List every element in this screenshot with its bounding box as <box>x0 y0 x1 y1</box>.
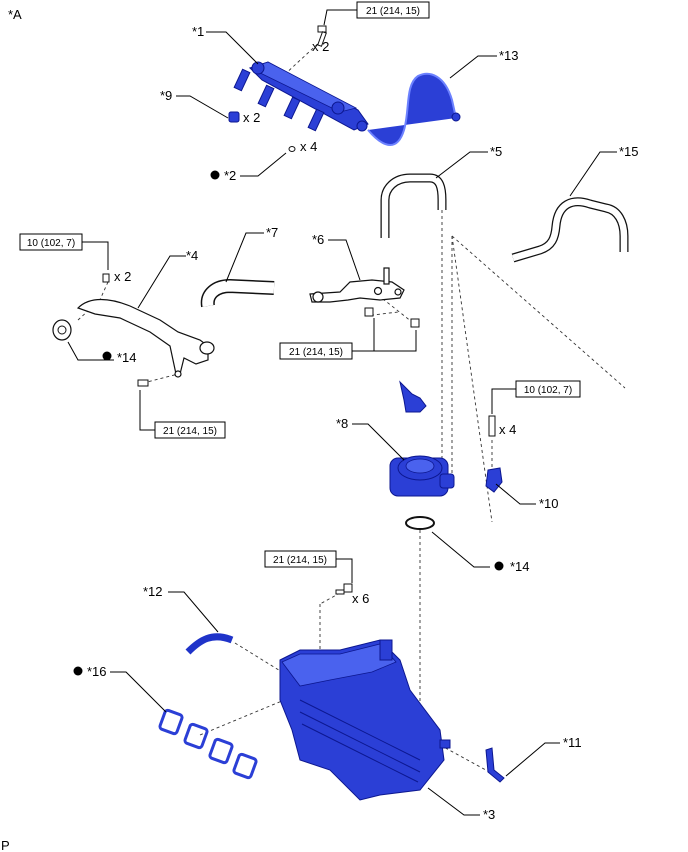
leader-lines <box>67 9 617 816</box>
callout-8: *8 <box>336 416 348 431</box>
callout-16: *16 <box>87 664 107 679</box>
torque-pipe4-top: 10 (102, 7) <box>27 238 75 249</box>
non-reusable-marker-16 <box>73 666 83 676</box>
throttle-gasket <box>405 516 435 530</box>
qty-pipe4-bolt: x 2 <box>114 269 131 284</box>
water-bypass-pipe <box>309 267 405 303</box>
torque-manifold: 21 (214, 15) <box>273 555 327 566</box>
callout-10: *10 <box>539 496 559 511</box>
callout-2: *2 <box>224 168 236 183</box>
item-6-bolts <box>364 307 420 328</box>
callout-5: *5 <box>490 144 502 159</box>
callout-13: *13 <box>499 48 519 63</box>
water-pipe-4-bolts <box>102 273 149 387</box>
bracket-bolt <box>488 415 496 437</box>
callout-12: *12 <box>143 584 163 599</box>
callout-labels: *1 *2 *3 *4 *5 *6 *7 *8 *9 *10 *11 *12 *… <box>87 24 639 822</box>
qty-manifold-bolt: x 6 <box>352 591 369 606</box>
non-reusable-marker-14b <box>494 561 504 571</box>
water-pipe-4 <box>52 298 215 378</box>
callout-15: *15 <box>619 144 639 159</box>
callout-1: *1 <box>192 24 204 39</box>
non-reusable-marker-2 <box>210 170 220 180</box>
corner-mark: P <box>1 838 10 852</box>
intake-manifold <box>279 639 451 801</box>
callout-11: *11 <box>563 735 582 750</box>
qty-insulator: x 2 <box>243 110 260 125</box>
callout-3: *3 <box>483 807 495 822</box>
qty-item-2: x 4 <box>300 139 317 154</box>
callout-4: *4 <box>186 248 198 263</box>
callout-6: *6 <box>312 232 324 247</box>
qty-rail-bolt: x 2 <box>312 39 329 54</box>
torque-specs: 21 (214, 15) 10 (102, 7) 21 (214, 15) 21… <box>19 1 581 568</box>
throttle-body <box>389 455 455 497</box>
hose-12 <box>185 633 234 655</box>
torque-rail: 21 (214, 15) <box>366 6 420 17</box>
throttle-connector <box>399 380 427 413</box>
fuel-delivery-pipe <box>233 61 369 132</box>
item-2-part <box>288 146 296 152</box>
view-id-label: *A <box>8 7 22 22</box>
rail-bolt <box>317 25 327 47</box>
callout-14b: *14 <box>510 559 530 574</box>
torque-item6: 21 (214, 15) <box>289 347 343 358</box>
part-11 <box>485 747 505 783</box>
torque-bracket: 10 (102, 7) <box>524 385 572 396</box>
callout-14a: *14 <box>117 350 137 365</box>
quantity-labels: x 2 x 2 x 4 x 2 x 4 x 6 <box>114 39 516 606</box>
bracket-10 <box>485 467 503 493</box>
callout-7: *7 <box>266 225 278 240</box>
qty-bracket-bolt: x 4 <box>499 422 516 437</box>
non-reusable-marker-14a <box>102 351 112 361</box>
manifold-bolt <box>335 583 353 595</box>
manifold-gaskets <box>158 708 258 780</box>
torque-pipe4-bottom: 21 (214, 15) <box>163 426 217 437</box>
callout-9: *9 <box>160 88 172 103</box>
fuel-injector-insulator <box>228 111 240 123</box>
